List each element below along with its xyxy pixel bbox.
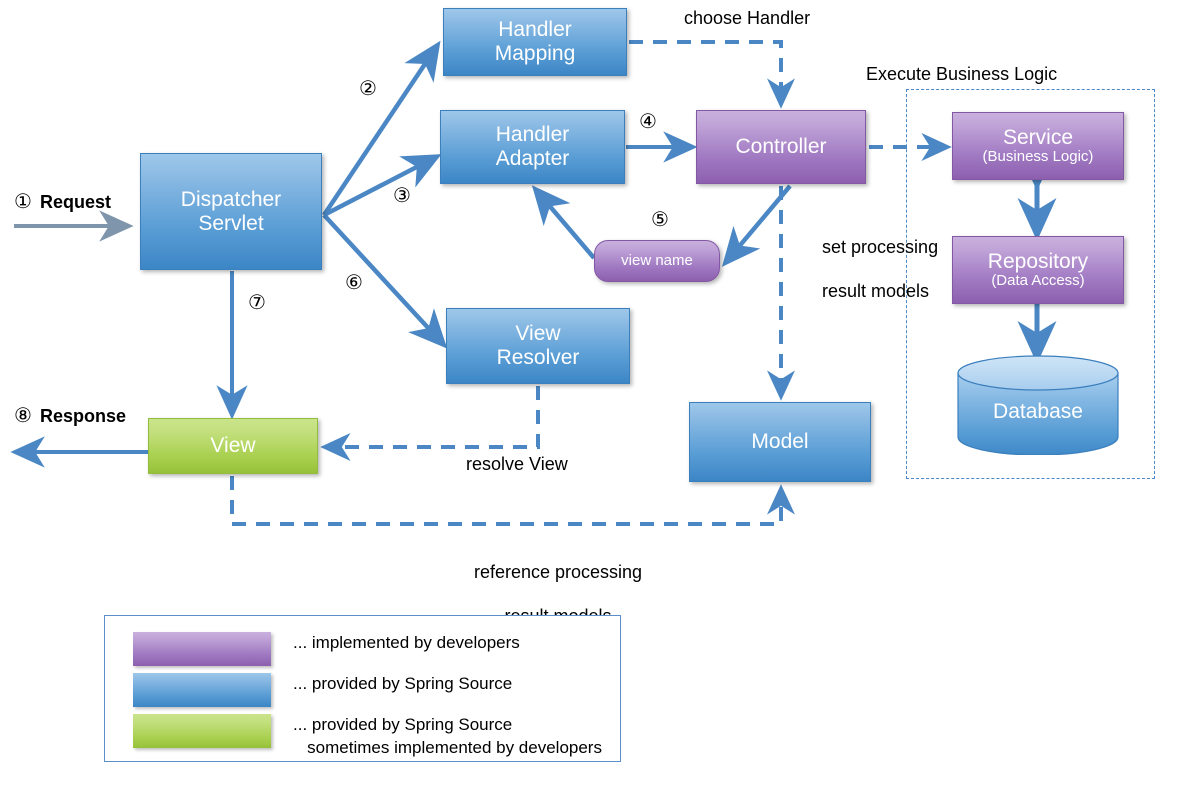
step-number-3: ③ (393, 185, 411, 207)
arrow-6-view-resolver (322, 213, 448, 349)
legend-label-0: ... implemented by developers (293, 633, 520, 652)
label-resolve-view: resolve View (466, 454, 568, 474)
label-set-processing-result-models: set processing result models (802, 215, 938, 325)
dashed-choose-handler (629, 40, 795, 109)
label-reference-line1: reference processing (473, 561, 643, 582)
node-service-line1: Service (1002, 125, 1074, 149)
legend-item-implemented-by-developers: ... implemented by developers (133, 632, 520, 666)
arrow-2-handler-mapping (322, 40, 441, 217)
legend-swatch-purple (133, 632, 271, 666)
node-model-label: Model (751, 430, 809, 454)
legend-item-provided-by-spring-source: ... provided by Spring Source (133, 673, 512, 707)
node-view-resolver[interactable]: View Resolver (446, 308, 630, 384)
step-number-7: ⑦ (248, 292, 266, 314)
node-repository-line1: Repository (987, 249, 1089, 273)
step-number-6: ⑥ (345, 272, 363, 294)
database-cylinder-icon (957, 355, 1119, 456)
node-database[interactable]: Database (955, 355, 1121, 456)
legend-item-provided-sometimes-implemented: ... provided by Spring Source sometimes … (133, 714, 602, 759)
node-controller[interactable]: Controller (696, 110, 866, 184)
node-model[interactable]: Model (689, 402, 871, 482)
node-handler-mapping-line1: Handler (498, 18, 572, 42)
execute-business-logic-container (906, 89, 1155, 479)
label-choose-handler: choose Handler (684, 8, 811, 28)
dashed-view-model (230, 476, 795, 526)
node-controller-label: Controller (735, 135, 827, 159)
node-handler-mapping[interactable]: Handler Mapping (443, 8, 627, 76)
node-service-line2: (Business Logic) (982, 148, 1094, 166)
node-dispatcher-servlet-line1: Dispatcher (180, 187, 282, 211)
node-repository[interactable]: Repository (Data Access) (952, 236, 1124, 304)
node-handler-adapter-line2: Adapter (495, 147, 570, 170)
arrow-5-controller-to-viewname (721, 184, 792, 267)
step-number-4: ④ (639, 111, 657, 133)
arrow-viewname-to-handler-adapter (531, 185, 596, 260)
dashed-resolve-view (320, 386, 540, 461)
node-view[interactable]: View (148, 418, 318, 474)
node-view-name-label: view name (621, 251, 693, 269)
label-response: Response (40, 406, 127, 426)
node-handler-adapter[interactable]: Handler Adapter (440, 110, 625, 184)
node-handler-mapping-line2: Mapping (494, 42, 576, 65)
legend-swatch-green (133, 714, 271, 748)
legend-swatch-blue (133, 673, 271, 707)
node-view-name[interactable]: view name (594, 240, 720, 282)
node-dispatcher-servlet-line2: Servlet (198, 211, 264, 235)
label-execute-business-logic: Execute Business Logic (866, 64, 1058, 84)
node-handler-adapter-line1: Handler (495, 123, 570, 147)
arrow-3-handler-adapter (322, 154, 442, 217)
step-number-2: ② (359, 78, 377, 100)
step-number-1: ① (14, 191, 32, 213)
node-view-label: View (210, 434, 256, 458)
step-number-5: ⑤ (651, 209, 669, 231)
label-set-processing-line1: set processing (822, 236, 939, 257)
label-set-processing-line2: result models (822, 280, 930, 301)
legend-label-2: ... provided by Spring Source sometimes … (293, 715, 602, 757)
node-view-resolver-line1: View (515, 322, 561, 346)
label-request: Request (40, 192, 112, 212)
node-database-label: Database (993, 400, 1083, 423)
legend-panel: ... implemented by developers ... provid… (104, 615, 621, 762)
step-number-8: ⑧ (14, 405, 32, 427)
node-view-resolver-line2: Resolver (496, 346, 580, 369)
node-dispatcher-servlet[interactable]: Dispatcher Servlet (140, 153, 322, 270)
legend-label-1: ... provided by Spring Source (293, 674, 513, 693)
node-repository-line2: (Data Access) (991, 272, 1085, 290)
node-service[interactable]: Service (Business Logic) (952, 112, 1124, 180)
